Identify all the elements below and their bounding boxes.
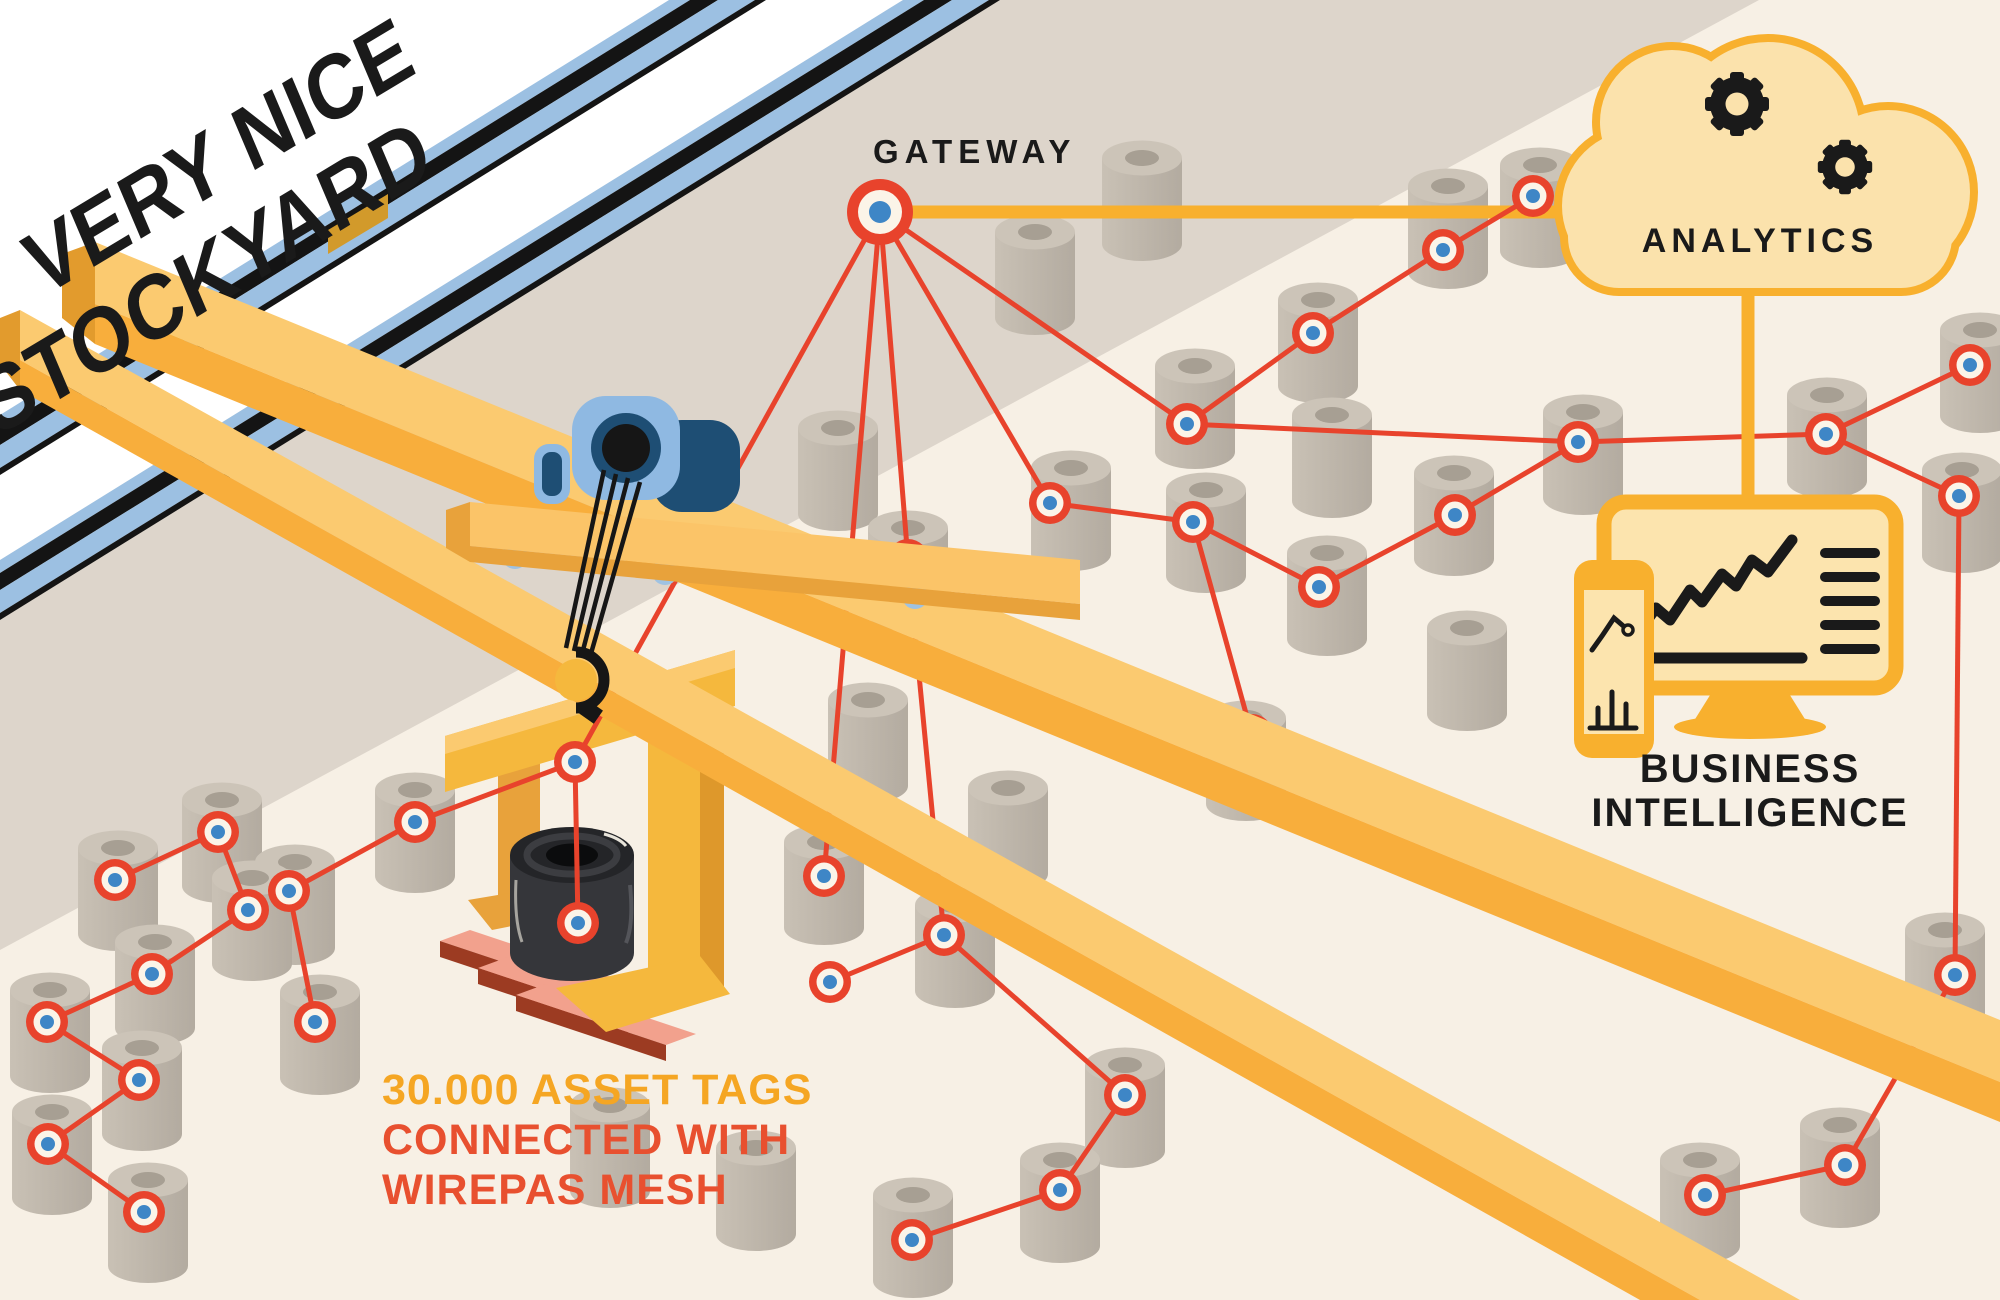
tagline-line2: CONNECTED WITH — [382, 1116, 790, 1164]
mesh-edge — [414, 759, 576, 825]
steel-coil-cylinder — [570, 1087, 650, 1208]
asset-tag-node-icon — [1104, 1074, 1146, 1116]
asset-tag-node-icon — [268, 870, 310, 912]
mesh-edge — [1049, 500, 1194, 525]
phone-icon — [1574, 560, 1654, 758]
mesh-edge — [287, 819, 417, 894]
mesh-edge — [1311, 247, 1445, 336]
asset-tag-node-icon — [1166, 403, 1208, 445]
asset-tag-node-icon — [1824, 1144, 1866, 1186]
mesh-edge — [1191, 519, 1321, 590]
asset-tag-node-icon — [197, 811, 239, 853]
mesh-edge — [572, 761, 581, 924]
beam-end-cap — [0, 310, 20, 390]
monitor-base — [1674, 715, 1826, 739]
list-bars-icon — [1820, 548, 1880, 654]
mesh-edge — [1704, 1162, 1846, 1198]
asset-tag-node-icon — [118, 1059, 160, 1101]
asset-tag-node-icon — [1934, 954, 1976, 996]
asset-tag-node-icon — [227, 889, 269, 931]
tagline-line3: WIREPAS MESH — [382, 1166, 728, 1214]
steel-coil-cylinder — [968, 770, 1048, 891]
asset-tag-node-icon — [1949, 344, 1991, 386]
bi-label-line1: BUSINESS — [1640, 747, 1861, 791]
steel-coil-cylinder — [995, 214, 1075, 335]
mesh-edge — [1185, 330, 1315, 427]
mesh-edge — [1453, 439, 1580, 518]
mesh-edge — [1317, 512, 1457, 590]
asset-tag-node-icon — [1684, 1174, 1726, 1216]
hoist — [534, 396, 740, 724]
mesh-edge — [878, 209, 1189, 427]
steel-coil-cylinder — [1292, 397, 1372, 518]
mesh-nodes — [26, 175, 1991, 1261]
mesh-edge — [1952, 495, 1962, 976]
tagline-line1: 30.000 ASSET TAGS — [382, 1066, 812, 1114]
asset-tag-node-icon — [1172, 501, 1214, 543]
mesh-edge — [877, 211, 911, 561]
asset-tag-node-icon — [891, 1219, 933, 1261]
asset-tag-node-icon — [123, 1191, 165, 1233]
mesh-edge — [1190, 521, 1255, 736]
bi-display: BUSINESS INTELLIGENCE — [1574, 494, 1908, 835]
asset-tag-node-icon — [1422, 229, 1464, 271]
crane-hook — [555, 659, 597, 701]
steel-coil-cylinder — [716, 1130, 796, 1251]
asset-tag-node-icon — [803, 855, 845, 897]
gear-icon — [1817, 139, 1873, 195]
analytics-label: ANALYTICS — [1642, 222, 1878, 260]
asset-tag-node-icon — [809, 961, 851, 1003]
asset-tag-node-icon — [1805, 413, 1847, 455]
asset-tag-node-icon — [27, 1123, 69, 1165]
asset-tag-node-icon — [1292, 312, 1334, 354]
analytics-cloud: ANALYTICS — [1554, 34, 1978, 508]
mesh-edge — [1824, 362, 1972, 437]
gateway-label: GATEWAY — [873, 133, 1076, 170]
line-chart-icon — [1632, 534, 1798, 638]
asset-tag-node-icon — [294, 1001, 336, 1043]
asset-tag-node-icon — [923, 914, 965, 956]
asset-tag-node-icon — [1039, 1169, 1081, 1211]
steel-coil-cylinder — [1427, 610, 1507, 731]
gateway-node-icon — [847, 179, 913, 245]
mini-line-chart-icon — [1589, 614, 1631, 653]
asset-tag-node-icon — [1557, 421, 1599, 463]
asset-tag-node-icon — [1512, 175, 1554, 217]
asset-tag-node-icon — [1938, 475, 1980, 517]
gear-icon — [1705, 72, 1769, 136]
asset-tag-node-icon — [1298, 566, 1340, 608]
steel-coil-cylinder — [798, 410, 878, 531]
crane-trolley — [446, 396, 1080, 724]
asset-tag-node-icon — [131, 953, 173, 995]
bi-label-line2: INTELLIGENCE — [1591, 791, 1908, 835]
steel-coil-cylinder — [1102, 140, 1182, 261]
asset-tag-node-icon — [1029, 482, 1071, 524]
rail-mount-tab — [328, 194, 388, 254]
mini-bar-chart-icon — [1587, 689, 1639, 731]
mesh-edge — [911, 1187, 1061, 1243]
mesh-edge — [286, 890, 318, 1023]
asset-tag-node-icon — [1434, 494, 1476, 536]
asset-tag-node-icon — [554, 741, 596, 783]
beam-end-cap — [62, 242, 95, 344]
mesh-edge — [1824, 431, 1961, 499]
mesh-edge — [942, 933, 1127, 1097]
crane-beams — [0, 242, 2000, 1300]
wall — [0, 0, 1759, 950]
asset-tag-node-icon — [94, 859, 136, 901]
tagline: 30.000 ASSET TAGS CONNECTED WITH WIREPAS… — [382, 1066, 812, 1214]
asset-tag-node-icon — [557, 902, 599, 944]
mesh-edge — [1186, 421, 1579, 445]
hoist-cables — [563, 469, 643, 658]
asset-tag-node-icon — [26, 1001, 68, 1043]
asset-tag-node-icon — [394, 801, 436, 843]
mesh-edge — [877, 210, 1053, 505]
mesh-edge — [1577, 431, 1827, 445]
